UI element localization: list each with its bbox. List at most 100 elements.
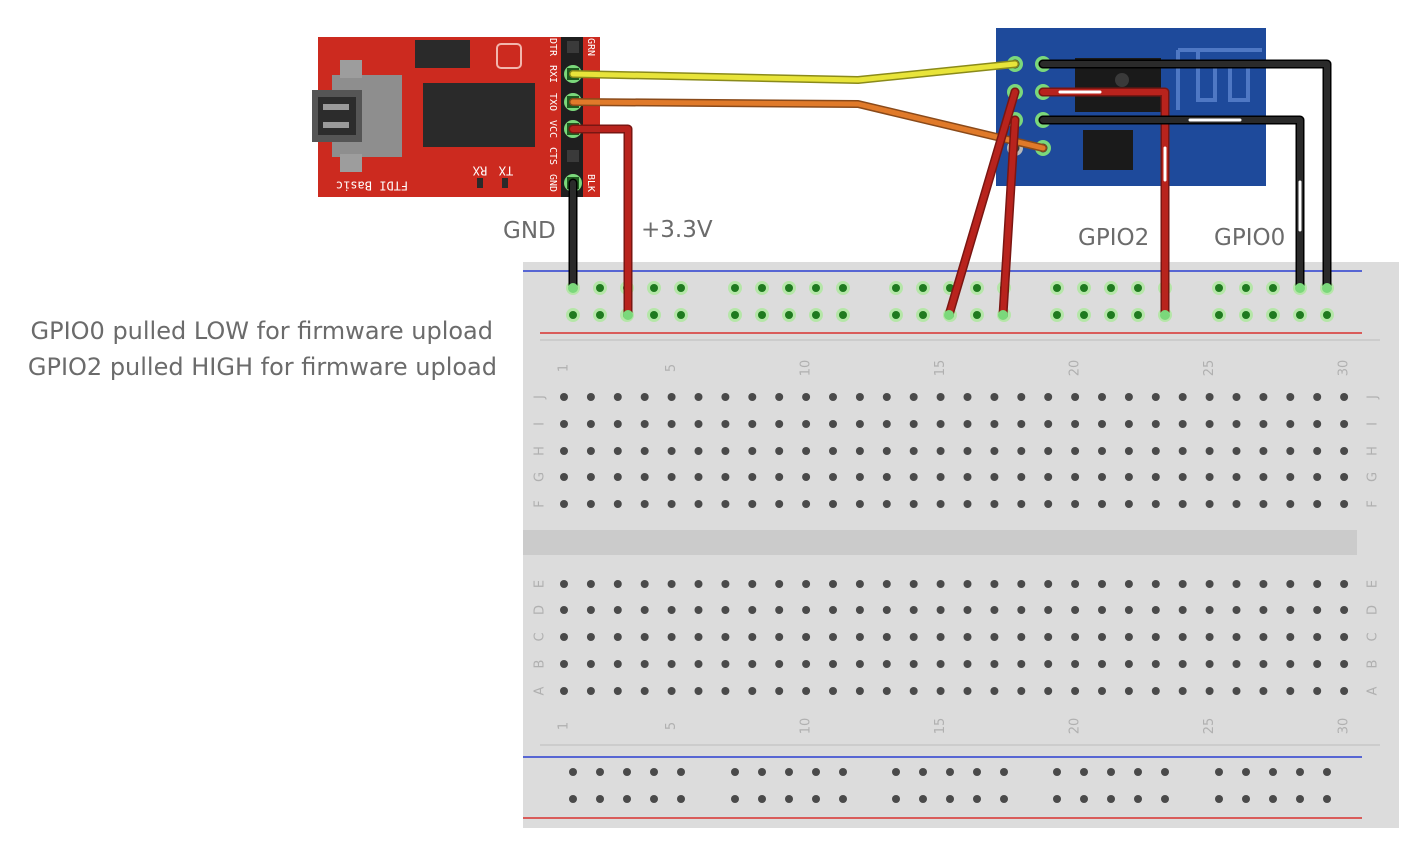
breadboard-hole[interactable] [855, 447, 864, 455]
rail-hole[interactable] [973, 284, 981, 292]
rail-hole[interactable] [1296, 795, 1304, 803]
breadboard-hole[interactable] [909, 473, 918, 481]
rail-hole[interactable] [1269, 795, 1277, 803]
breadboard-hole[interactable] [990, 393, 999, 401]
breadboard-hole[interactable] [829, 660, 837, 668]
breadboard-hole[interactable] [1044, 447, 1053, 455]
breadboard-hole[interactable] [802, 606, 811, 614]
breadboard-hole[interactable] [1286, 687, 1295, 695]
breadboard-hole[interactable] [1071, 500, 1080, 508]
breadboard-hole[interactable] [1017, 660, 1026, 668]
breadboard-hole[interactable] [640, 420, 649, 428]
rail-hole[interactable] [812, 768, 820, 776]
breadboard-hole[interactable] [613, 687, 622, 695]
breadboard-hole[interactable] [1098, 633, 1106, 641]
breadboard-hole[interactable] [694, 393, 703, 401]
breadboard-hole[interactable] [560, 606, 568, 614]
rail-hole[interactable] [1107, 284, 1115, 292]
breadboard-hole[interactable] [829, 633, 837, 641]
rail-hole[interactable] [892, 311, 900, 319]
rail-hole[interactable] [1215, 795, 1223, 803]
breadboard-hole[interactable] [1313, 633, 1322, 641]
breadboard-hole[interactable] [963, 420, 972, 428]
breadboard-hole[interactable] [586, 500, 595, 508]
breadboard-hole[interactable] [963, 447, 972, 455]
breadboard-hole[interactable] [1205, 580, 1214, 588]
breadboard-hole[interactable] [1178, 606, 1187, 614]
breadboard-hole[interactable] [1286, 580, 1295, 588]
breadboard-hole[interactable] [829, 500, 837, 508]
breadboard-hole[interactable] [560, 687, 568, 695]
breadboard-hole[interactable] [855, 473, 864, 481]
rail-hole[interactable] [812, 284, 820, 292]
breadboard-hole[interactable] [1259, 393, 1268, 401]
rail-hole[interactable] [1107, 311, 1115, 319]
breadboard-hole[interactable] [1340, 687, 1349, 695]
breadboard-hole[interactable] [1205, 633, 1214, 641]
breadboard-hole[interactable] [586, 633, 595, 641]
breadboard-hole[interactable] [802, 447, 811, 455]
breadboard-hole[interactable] [936, 580, 945, 588]
breadboard-hole[interactable] [667, 580, 676, 588]
breadboard-hole[interactable] [721, 580, 730, 588]
breadboard-hole[interactable] [721, 500, 730, 508]
breadboard-hole[interactable] [909, 420, 918, 428]
breadboard-hole[interactable] [775, 606, 784, 614]
breadboard-hole[interactable] [1017, 606, 1026, 614]
breadboard-hole[interactable] [1098, 660, 1106, 668]
breadboard-hole[interactable] [855, 660, 864, 668]
breadboard-hole[interactable] [1259, 500, 1268, 508]
breadboard-hole[interactable] [1098, 420, 1106, 428]
breadboard-hole[interactable] [936, 500, 945, 508]
breadboard-hole[interactable] [694, 473, 703, 481]
breadboard-hole[interactable] [1232, 500, 1241, 508]
rail-hole[interactable] [812, 795, 820, 803]
breadboard-hole[interactable] [748, 420, 757, 428]
breadboard-hole[interactable] [586, 473, 595, 481]
breadboard-hole[interactable] [1151, 633, 1160, 641]
breadboard-hole[interactable] [936, 660, 945, 668]
breadboard-hole[interactable] [1098, 473, 1106, 481]
breadboard-hole[interactable] [613, 473, 622, 481]
breadboard-hole[interactable] [936, 473, 945, 481]
breadboard-hole[interactable] [990, 687, 999, 695]
breadboard-hole[interactable] [667, 393, 676, 401]
breadboard-hole[interactable] [560, 580, 568, 588]
breadboard-hole[interactable] [1286, 660, 1295, 668]
breadboard-hole[interactable] [1044, 687, 1053, 695]
breadboard-hole[interactable] [1124, 606, 1133, 614]
breadboard-hole[interactable] [990, 606, 999, 614]
breadboard-hole[interactable] [1340, 500, 1349, 508]
breadboard-hole[interactable] [1313, 687, 1322, 695]
breadboard-hole[interactable] [882, 447, 891, 455]
breadboard-hole[interactable] [721, 687, 730, 695]
rail-hole[interactable] [650, 768, 658, 776]
rail-hole[interactable] [839, 284, 847, 292]
breadboard-hole[interactable] [1340, 393, 1349, 401]
breadboard-hole[interactable] [1071, 473, 1080, 481]
rail-hole[interactable] [785, 768, 793, 776]
breadboard-hole[interactable] [1071, 447, 1080, 455]
breadboard-hole[interactable] [963, 606, 972, 614]
rail-hole[interactable] [596, 311, 604, 319]
breadboard-hole[interactable] [640, 393, 649, 401]
breadboard-hole[interactable] [1017, 473, 1026, 481]
breadboard-hole[interactable] [829, 473, 837, 481]
breadboard-hole[interactable] [1178, 687, 1187, 695]
breadboard-hole[interactable] [640, 606, 649, 614]
breadboard-hole[interactable] [560, 660, 568, 668]
rail-hole[interactable] [839, 311, 847, 319]
breadboard-hole[interactable] [586, 660, 595, 668]
rail-hole[interactable] [758, 311, 766, 319]
breadboard-hole[interactable] [694, 633, 703, 641]
rail-hole[interactable] [812, 311, 820, 319]
breadboard-hole[interactable] [1124, 687, 1133, 695]
rail-hole[interactable] [1080, 768, 1088, 776]
breadboard-hole[interactable] [586, 606, 595, 614]
breadboard-hole[interactable] [882, 606, 891, 614]
rail-hole[interactable] [1134, 795, 1142, 803]
rail-hole[interactable] [1242, 284, 1250, 292]
breadboard-hole[interactable] [882, 687, 891, 695]
breadboard-hole[interactable] [694, 660, 703, 668]
breadboard-hole[interactable] [963, 473, 972, 481]
